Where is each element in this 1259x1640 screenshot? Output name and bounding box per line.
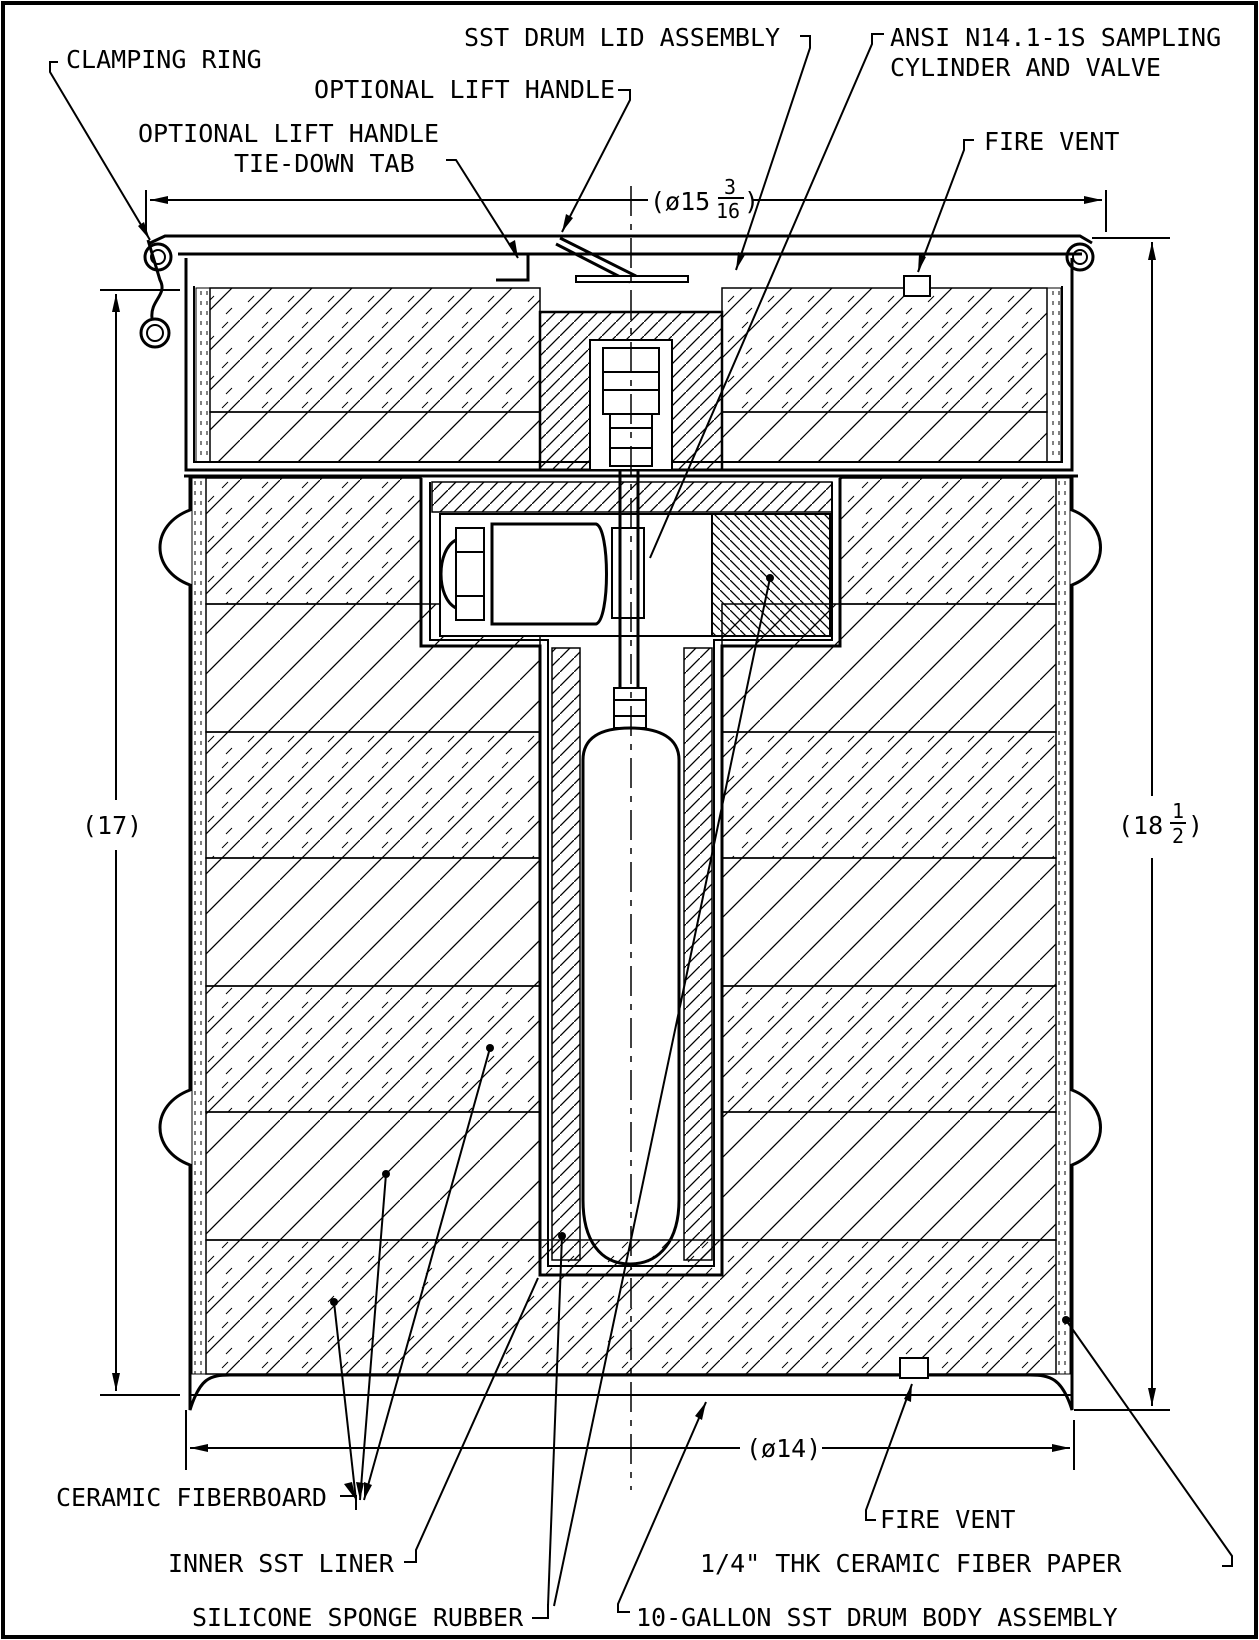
label-drum-body: 10-GALLON SST DRUM BODY ASSEMBLY <box>636 1603 1118 1632</box>
dimension-outer-height: (18 1 2 ) <box>1074 237 1203 1411</box>
label-tie-down-2: TIE-DOWN TAB <box>234 149 415 178</box>
label-clamping-ring: CLAMPING RING <box>66 45 262 74</box>
body-diameter-text: (ø14) <box>746 1434 821 1463</box>
fire-vent-bottom-shape <box>899 1357 929 1379</box>
outer-height-num: 1 <box>1172 799 1184 823</box>
fire-vent-top-shape <box>903 275 931 297</box>
dimension-inner-height: (17) <box>82 289 180 1396</box>
lid-diameter-prefix: (ø15 <box>650 187 710 216</box>
label-fire-vent-top: FIRE VENT <box>984 127 1119 156</box>
label-tie-down-1: OPTIONAL LIFT HANDLE <box>138 119 439 148</box>
lid-diameter-den: 16 <box>716 199 740 223</box>
lid-fiberboard-upper <box>209 287 541 413</box>
label-silicone-rubber: SILICONE SPONGE RUBBER <box>192 1603 524 1632</box>
tube-rubber-left <box>551 647 581 1261</box>
sampling-cylinder <box>581 726 681 1266</box>
label-ceramic-paper: 1/4" THK CERAMIC FIBER PAPER <box>700 1549 1122 1578</box>
lid-diameter-suffix: ) <box>744 187 759 216</box>
dimension-lid-diameter: (ø15 3 16 ) <box>145 175 1107 232</box>
label-ceramic-fiberboard: CERAMIC FIBERBOARD <box>56 1483 327 1512</box>
dimension-body-diameter: (ø14) <box>185 1410 1075 1470</box>
outer-height-den: 2 <box>1172 824 1184 848</box>
label-sampling-cylinder-2: CYLINDER AND VALVE <box>890 53 1161 82</box>
leader-lines <box>49 33 1233 1619</box>
inner-sst-liner <box>419 478 842 1277</box>
body-paper-right <box>1055 477 1071 1375</box>
drum-lid <box>139 234 1095 472</box>
label-lift-handle: OPTIONAL LIFT HANDLE <box>314 75 615 104</box>
body-paper-left <box>191 477 207 1375</box>
tube-rubber-right <box>683 647 713 1261</box>
label-sampling-cylinder-1: ANSI N14.1-1S SAMPLING <box>890 23 1221 52</box>
inner-height-text: (17) <box>82 811 142 840</box>
outer-height-suffix: ) <box>1188 811 1203 840</box>
label-inner-liner: INNER SST LINER <box>168 1549 395 1578</box>
outer-height-prefix: (18 <box>1118 811 1163 840</box>
lid-fiberboard-lower <box>209 411 541 463</box>
drum-body <box>158 470 1102 1411</box>
labels: CLAMPING RING SST DRUM LID ASSEMBLY ANSI… <box>56 23 1221 1632</box>
lid-fiberboard-lower-right <box>721 411 1048 463</box>
label-lid-assembly: SST DRUM LID ASSEMBLY <box>464 23 780 52</box>
lid-diameter-num: 3 <box>724 175 736 199</box>
label-fire-vent-bottom: FIRE VENT <box>880 1505 1015 1534</box>
lid-fiberboard-upper-right <box>721 287 1048 413</box>
